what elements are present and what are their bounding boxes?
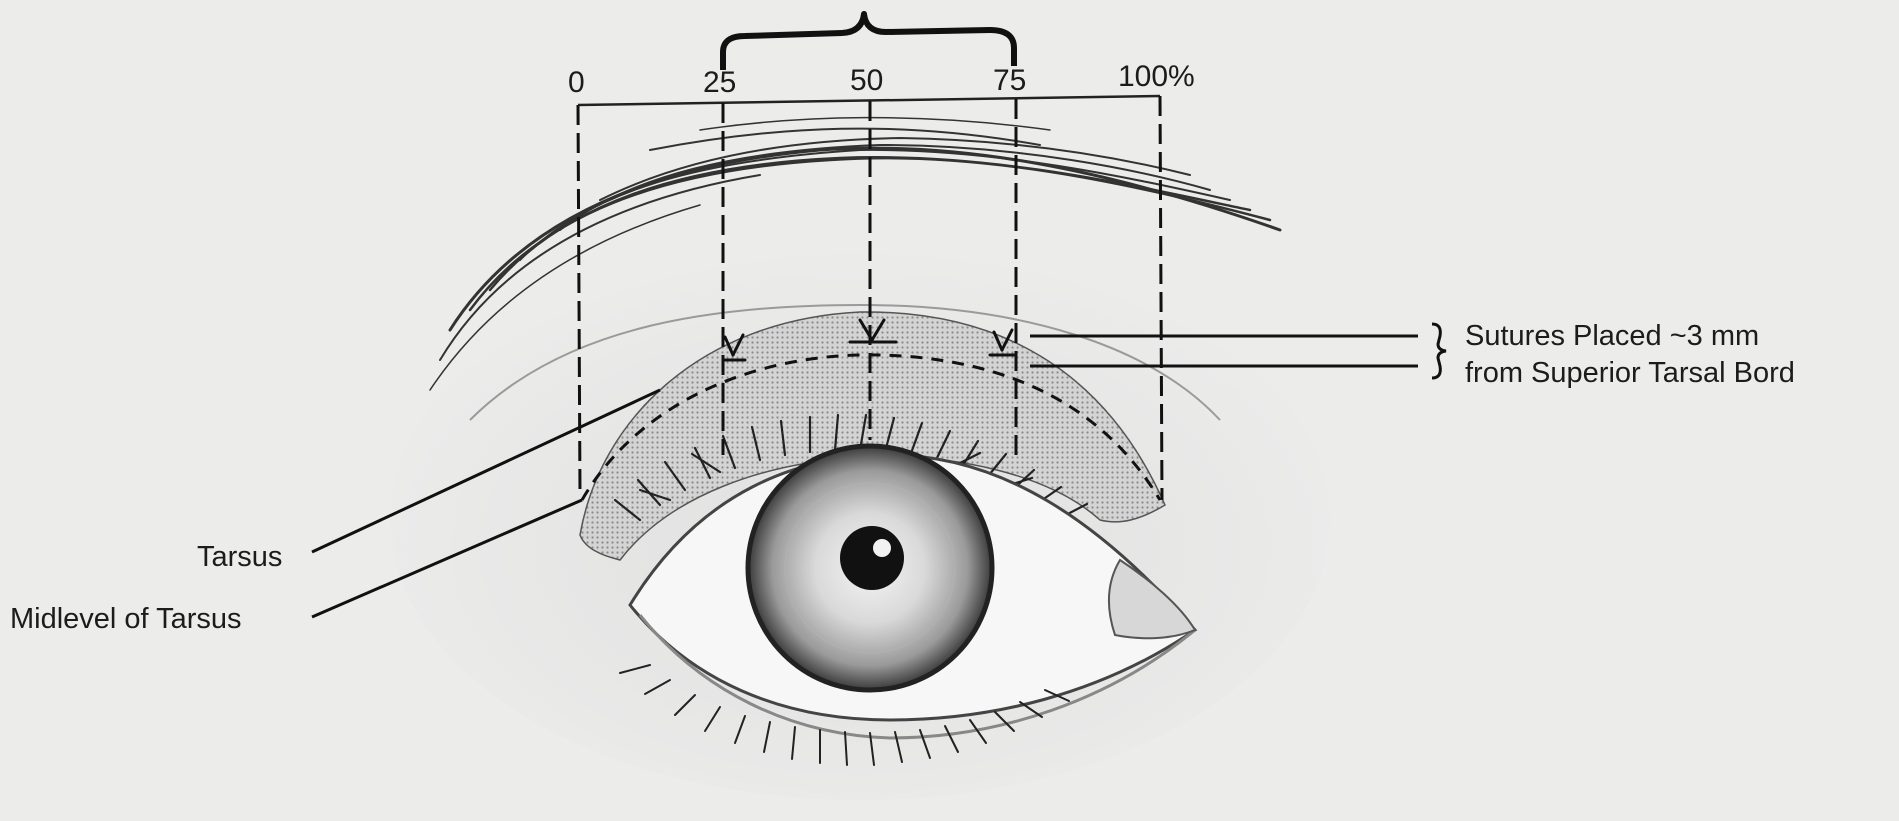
pupil (840, 526, 904, 590)
scale-label-100: 100% (1118, 60, 1195, 93)
midlevel-label: Midlevel of Tarsus (10, 603, 242, 635)
scale-label-75: 75 (993, 64, 1026, 97)
pupil-highlight (873, 539, 891, 557)
sutures-label-line1: Sutures Placed ~3 mm (1465, 320, 1759, 352)
scale-line-100 (1160, 96, 1162, 500)
tarsus-label: Tarsus (197, 541, 282, 573)
scale-label-50: 50 (850, 64, 883, 97)
scale-label-25: 25 (703, 66, 736, 99)
scale-label-0: 0 (568, 66, 585, 99)
sutures-label-line2: from Superior Tarsal Bord (1465, 357, 1795, 389)
